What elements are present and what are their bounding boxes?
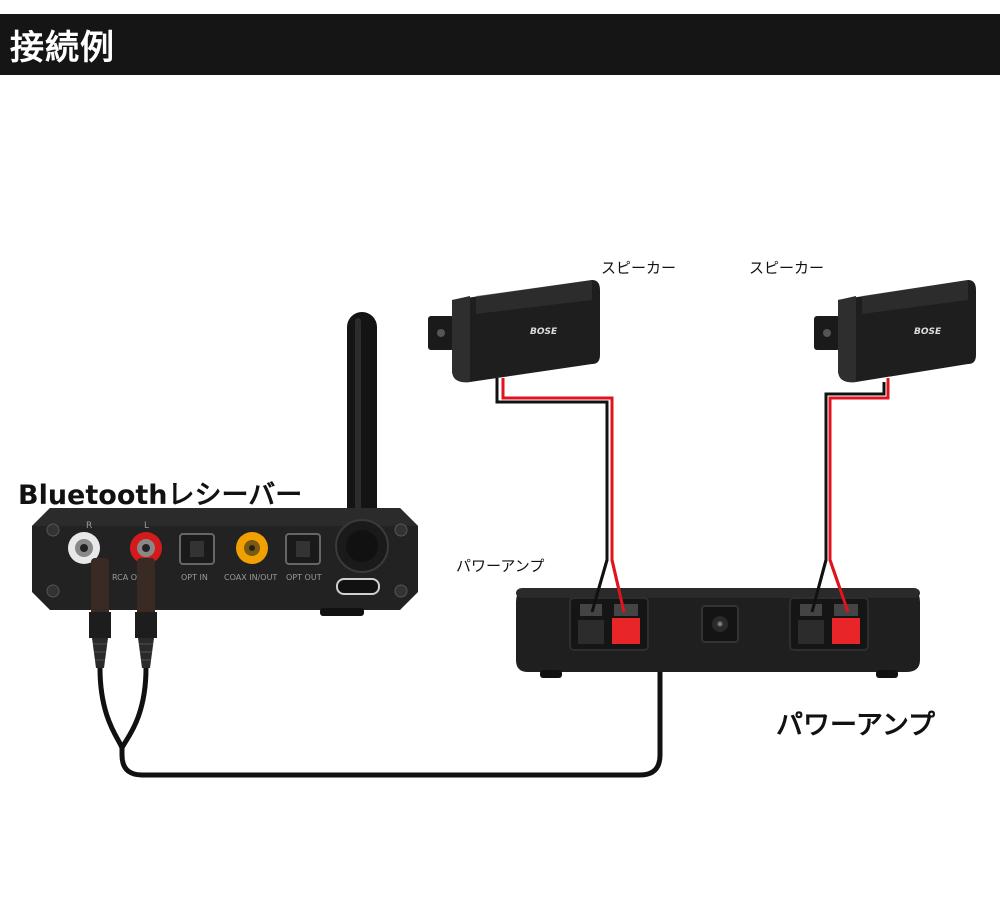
page-title: 接続例 xyxy=(10,28,115,68)
label-opt-out: OPT OUT xyxy=(286,573,322,582)
label-amp-small: パワーアンプ xyxy=(456,557,545,575)
header-bar: 接続例 xyxy=(0,14,1000,75)
speaker-right: BOSE xyxy=(814,280,976,383)
speaker-brand-left: BOSE xyxy=(530,327,558,337)
label-speaker-right: スピーカー xyxy=(749,259,825,277)
speaker-left: BOSE xyxy=(428,280,600,383)
label-coax: COAX IN/OUT xyxy=(224,573,277,582)
speaker-wire-left xyxy=(495,378,626,613)
usb-c-port xyxy=(336,578,380,595)
label-bluetooth-receiver: Bluetoothレシーバー xyxy=(18,480,303,511)
label-speaker-left: スピーカー xyxy=(601,259,677,277)
antenna xyxy=(347,312,377,542)
label-opt-in: OPT IN xyxy=(181,573,208,582)
terminal-red-left xyxy=(612,618,640,644)
label-l: L xyxy=(144,521,149,531)
speaker-brand-right: BOSE xyxy=(914,327,942,337)
rca-plug-red xyxy=(135,558,157,668)
terminal-red-right xyxy=(832,618,860,644)
rca-plug-white xyxy=(89,558,111,668)
wire-ends xyxy=(590,559,850,613)
label-r: R xyxy=(86,521,92,531)
label-amp-big: パワーアンプ xyxy=(776,710,936,741)
label-rca-out: RCA OUT xyxy=(112,573,148,582)
speaker-wire-right xyxy=(810,378,890,613)
rca-cable xyxy=(97,667,663,778)
power-amplifier xyxy=(516,588,920,678)
bluetooth-receiver: R L RCA OUT OPT IN COAX IN/OUT OPT OUT xyxy=(32,312,418,616)
